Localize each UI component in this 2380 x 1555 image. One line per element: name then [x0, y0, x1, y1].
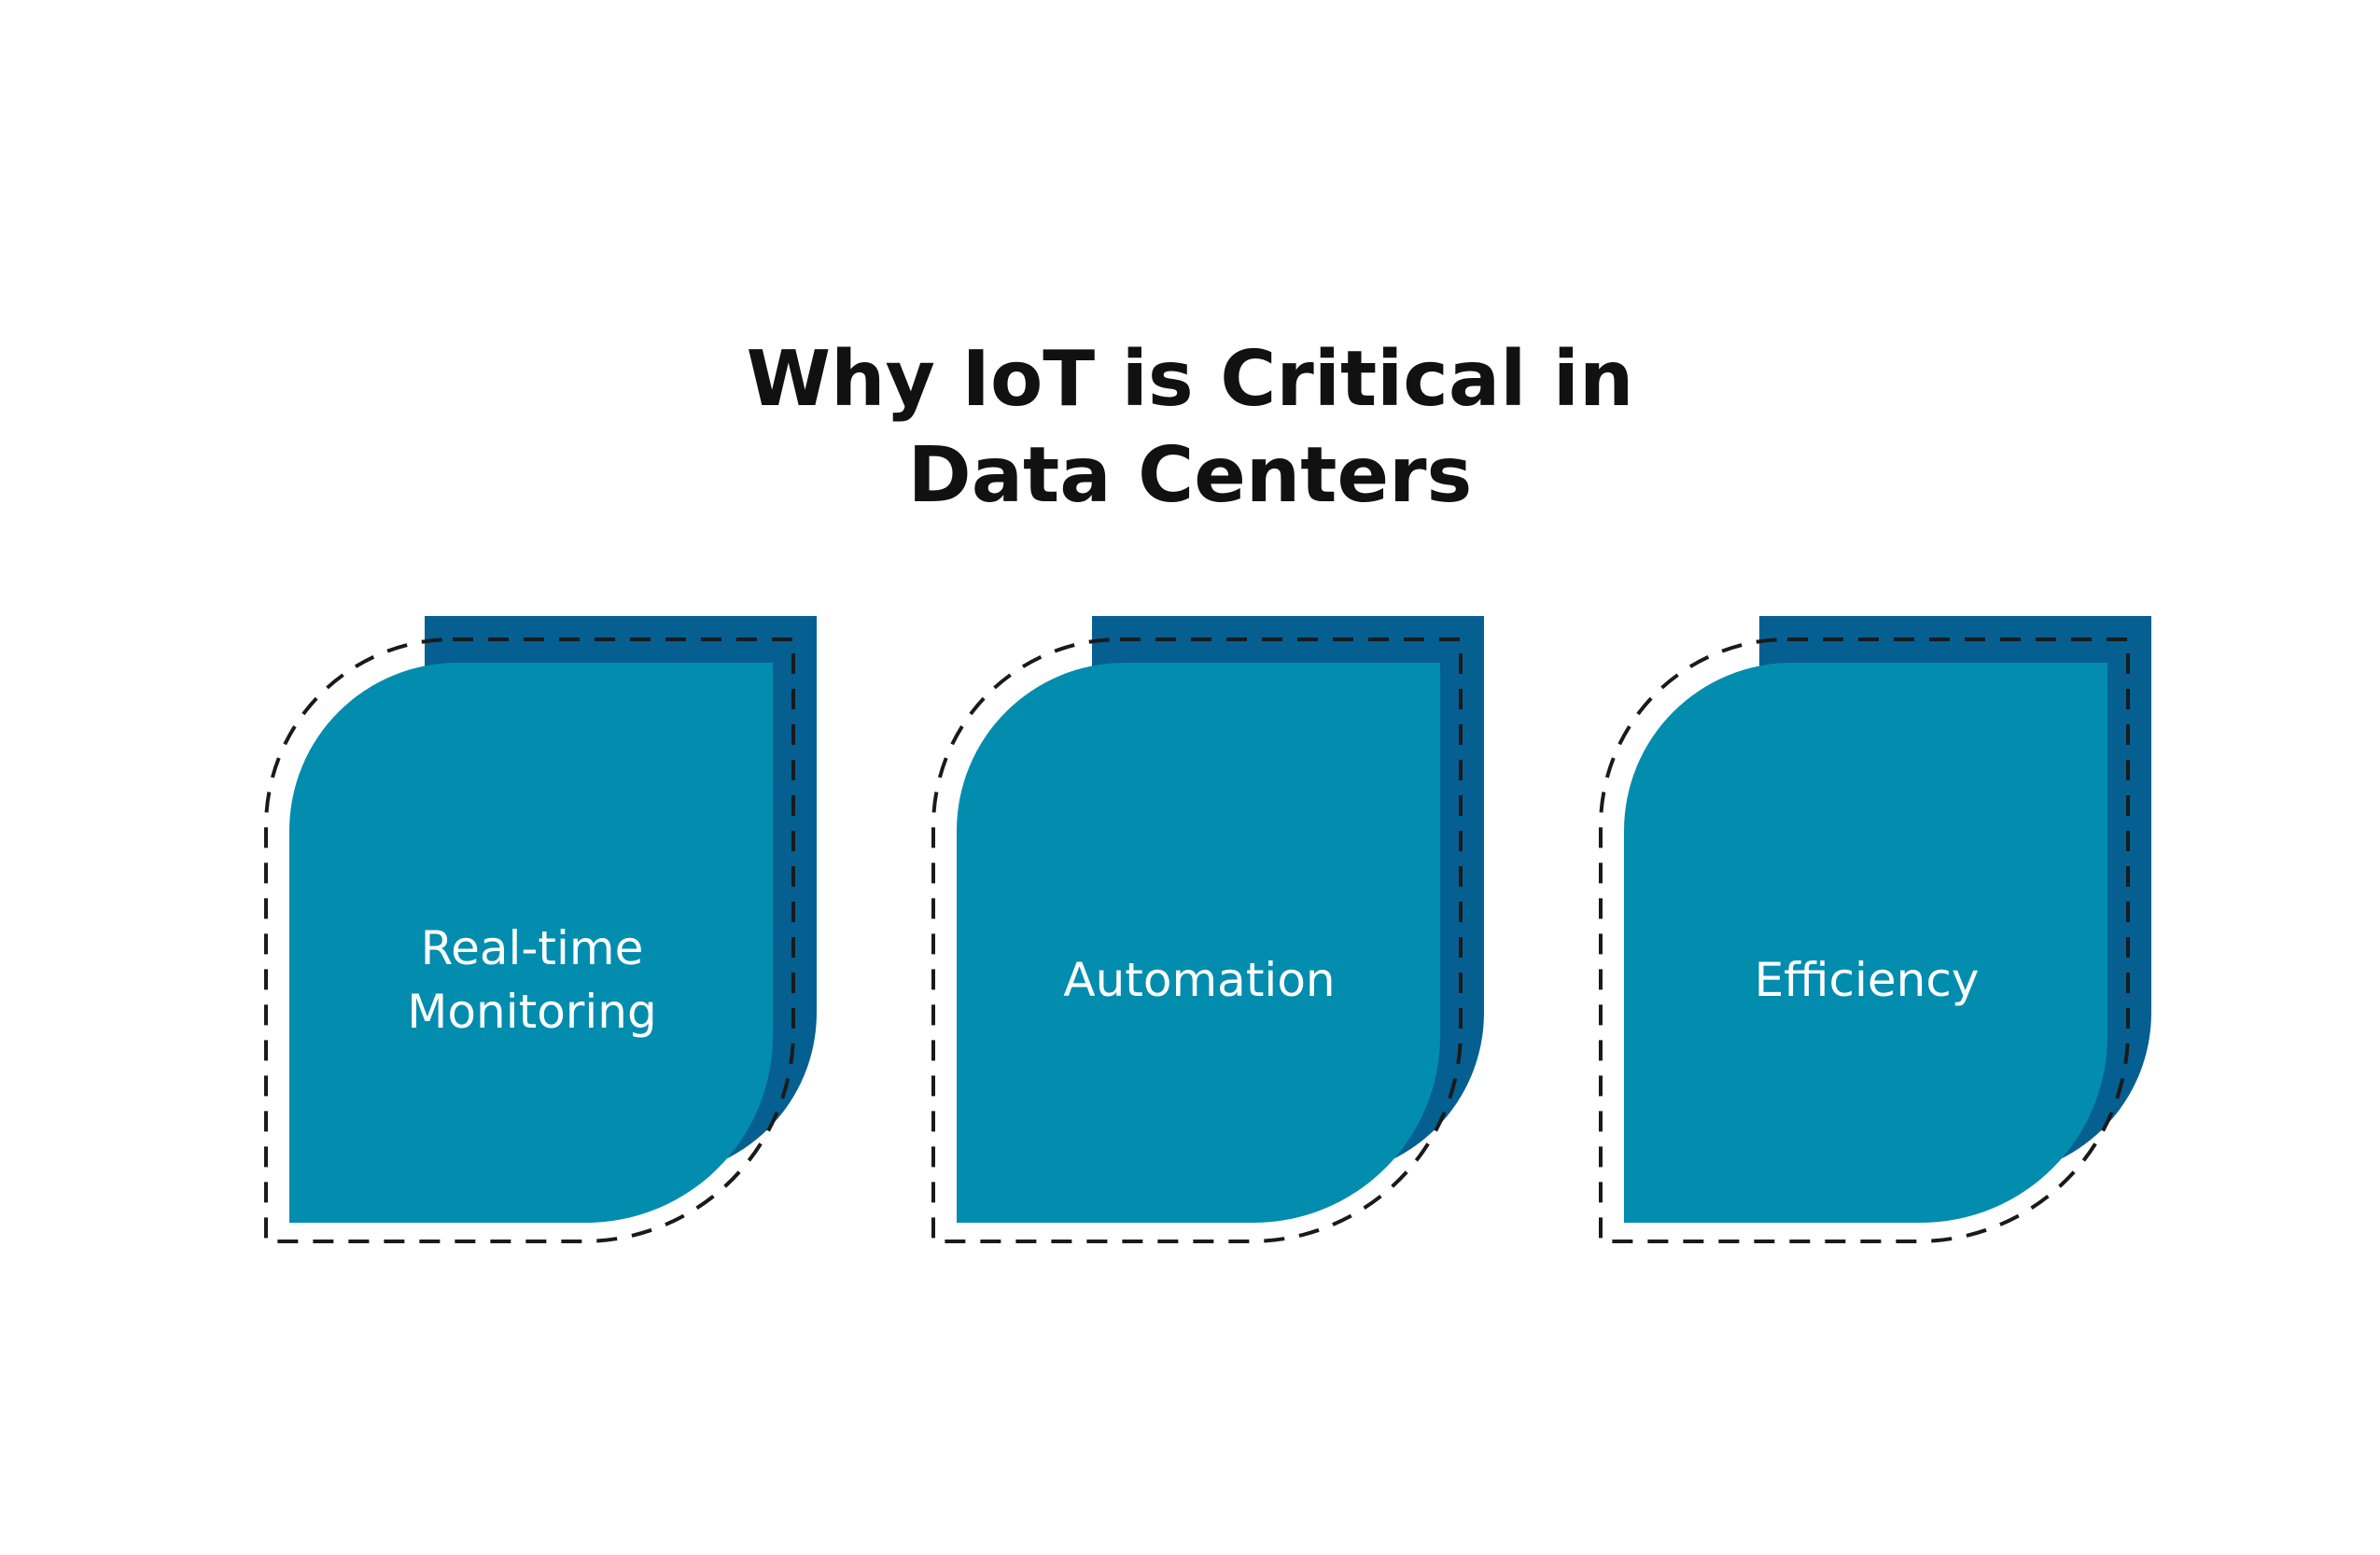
card-shape — [1599, 616, 2151, 1243]
card-label: Real-time Monitoring — [407, 921, 657, 1039]
card-dashed-outline — [931, 637, 1463, 1243]
title-line-2: Data Centers — [907, 431, 1473, 520]
diagram-title: Why IoT is Critical in Data Centers — [0, 331, 2380, 524]
card-real-time-monitoring: Real-time Monitoring — [261, 616, 831, 1243]
card-dashed-outline — [1599, 637, 2130, 1243]
card-efficiency: Efficiency — [1596, 616, 2165, 1243]
title-line-1: Why IoT is Critical in — [746, 335, 1634, 424]
card-dashed-outline — [264, 637, 795, 1243]
card-front-shape — [289, 663, 773, 1223]
card-front-shape — [957, 663, 1440, 1223]
card-front-shape — [1624, 663, 2107, 1223]
card-shape — [931, 616, 1484, 1243]
card-label: Efficiency — [1754, 953, 1980, 1007]
card-label: Automation — [1063, 953, 1336, 1007]
card-shape — [264, 616, 817, 1243]
card-automation: Automation — [929, 616, 1498, 1243]
